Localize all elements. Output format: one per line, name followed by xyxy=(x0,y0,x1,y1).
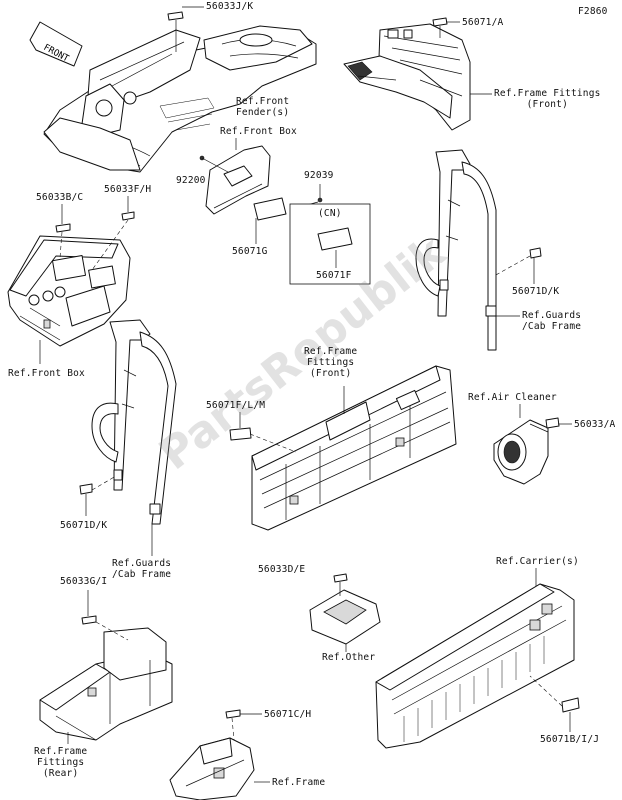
guard-cab-frame-left xyxy=(91,319,177,525)
label-56033de: 56033D/E xyxy=(258,564,306,575)
frame-fittings-front-top xyxy=(343,23,471,131)
sticker-56033de xyxy=(333,573,348,583)
label-56033fh: 56033F/H xyxy=(104,184,152,195)
sticker-56071g xyxy=(253,197,287,221)
sticker-56071f xyxy=(317,227,353,251)
label-56033bc: 56033B/C xyxy=(36,192,84,203)
label-ref-front-fender: Ref.Front Fender(s) xyxy=(236,96,290,118)
label-56071f: 56071F xyxy=(316,270,352,281)
sticker-56071bij xyxy=(561,697,580,713)
label-ref-frame: Ref.Frame xyxy=(272,777,326,788)
label-cn-tag: (CN) xyxy=(318,208,342,219)
label-56071dk-right: 56071D/K xyxy=(512,286,560,297)
front-direction-badge: FRONT xyxy=(29,21,83,67)
label-ref-front-box-left: Ref.Front Box xyxy=(8,368,85,379)
frame-bracket-part xyxy=(169,737,255,800)
frame-fittings-rear xyxy=(39,627,173,741)
label-ref-guards-cab-right: Ref.Guards /Cab Frame xyxy=(522,310,582,332)
sticker-56033a xyxy=(545,417,560,429)
front-fender-part xyxy=(43,25,317,173)
other-part-mat xyxy=(309,589,381,645)
sticker-56071dk-right xyxy=(529,247,542,259)
sticker-56071a xyxy=(432,17,448,27)
sticker-56071dk-left xyxy=(79,483,93,495)
label-56071g: 56071G xyxy=(232,246,268,257)
label-92039: 92039 xyxy=(304,170,334,181)
sticker-56033gi xyxy=(81,615,97,625)
frame-fittings-front-mid xyxy=(251,365,457,531)
air-cleaner-part xyxy=(493,419,549,485)
label-56071a: 56071/A xyxy=(462,17,504,28)
label-56071dk-left: 56071D/K xyxy=(60,520,108,531)
front-box-lid-part xyxy=(199,138,271,215)
front-box-dash-part xyxy=(7,235,131,347)
label-56071ch: 56071C/H xyxy=(264,709,312,720)
label-ref-frame-fittings-front-mid: Ref.Frame Fittings (Front) xyxy=(304,346,358,379)
label-56033gi: 56033G/I xyxy=(60,576,108,587)
label-ref-air-cleaner: Ref.Air Cleaner xyxy=(468,392,557,403)
label-56033jk: 56033J/K xyxy=(206,1,254,12)
label-ref-frame-fittings-front-top: Ref.Frame Fittings (Front) xyxy=(494,88,601,110)
carrier-part xyxy=(375,583,575,749)
label-ref-guards-cab-left: Ref.Guards /Cab Frame xyxy=(112,558,172,580)
label-ref-front-box-top: Ref.Front Box xyxy=(220,126,297,137)
label-56033a: 56033/A xyxy=(574,419,616,430)
label-ref-frame-fittings-rear: Ref.Frame Fittings (Rear) xyxy=(34,746,88,779)
guard-cab-frame-right xyxy=(415,149,497,351)
label-ref-other: Ref.Other xyxy=(322,652,376,663)
sticker-56033jk xyxy=(167,11,184,21)
sticker-56033bc xyxy=(55,223,71,233)
sticker-56071flm xyxy=(229,427,252,441)
sticker-56071ch xyxy=(225,709,241,719)
figure-code: F2860 xyxy=(578,6,608,17)
label-92200: 92200 xyxy=(176,175,206,186)
label-ref-carriers: Ref.Carrier(s) xyxy=(496,556,579,567)
label-56071flm: 56071F/L/M xyxy=(206,400,266,411)
sticker-56033fh xyxy=(121,211,135,221)
label-56071bij: 56071B/I/J xyxy=(540,734,600,745)
